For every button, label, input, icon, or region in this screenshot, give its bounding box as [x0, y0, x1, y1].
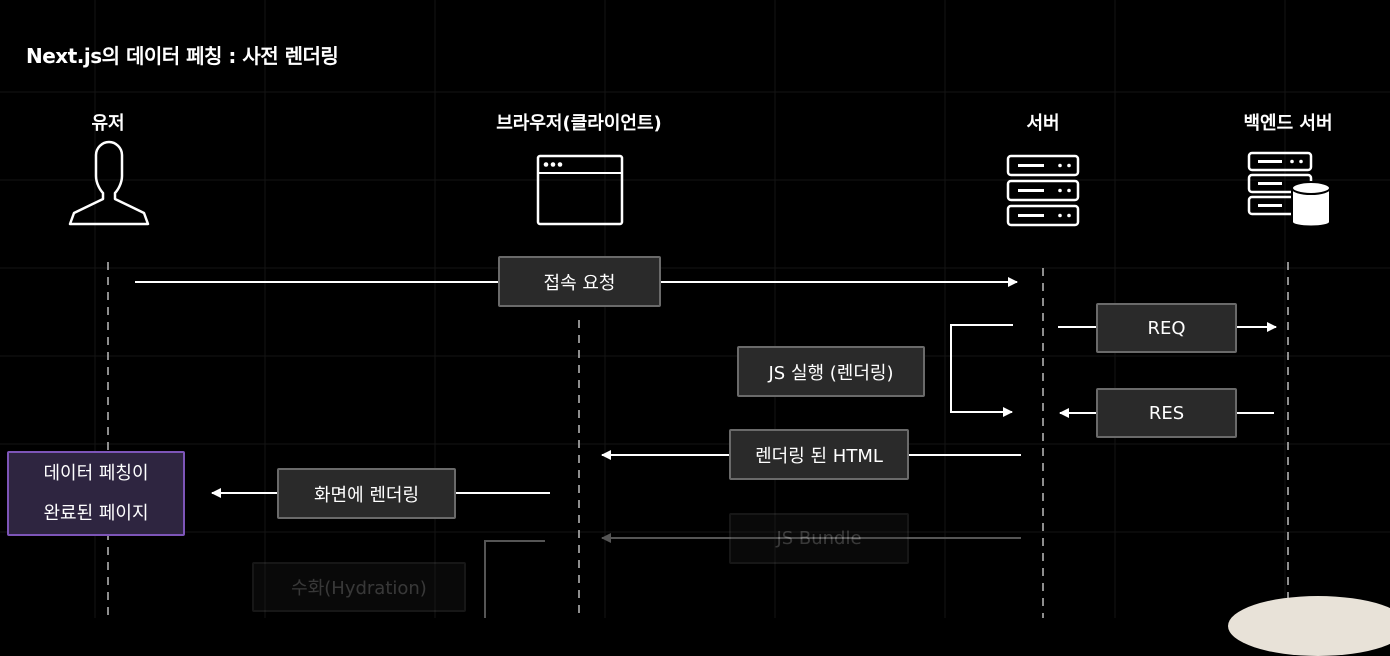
step-req: REQ: [1096, 303, 1237, 353]
step-js-bundle: JS Bundle: [729, 513, 909, 564]
actor-label-user: 유저: [91, 113, 125, 134]
result-page-box: 데이터 페칭이 완료된 페이지: [7, 451, 185, 536]
server-rack-icon: [1006, 154, 1080, 227]
user-silhouette-icon: [68, 140, 150, 226]
actor-label-browser: 브라우저(클라이언트): [496, 113, 662, 134]
result-line-2: 완료된 페이지: [43, 502, 149, 524]
actor-label-server: 서버: [1026, 113, 1060, 134]
presenter-video-overlay: [1228, 596, 1390, 656]
step-hydration: 수화(Hydration): [252, 562, 466, 612]
arrow-hydration-loop: [484, 540, 545, 618]
page-title: Next.js의 데이터 페칭 : 사전 렌더링: [26, 44, 339, 68]
actor-label-backend: 백엔드 서버: [1243, 113, 1333, 134]
step-rendered-html: 렌더링 된 HTML: [729, 429, 909, 480]
step-connect-request: 접속 요청: [498, 256, 661, 307]
step-screen-render: 화면에 렌더링: [277, 468, 456, 519]
browser-window-icon: [536, 154, 624, 226]
step-res: RES: [1096, 388, 1237, 438]
arrow-js-exec-loop: [950, 324, 1013, 417]
result-line-1: 데이터 페칭이: [43, 462, 149, 484]
step-js-exec: JS 실행 (렌더링): [737, 346, 925, 397]
server-database-icon: [1247, 151, 1331, 228]
